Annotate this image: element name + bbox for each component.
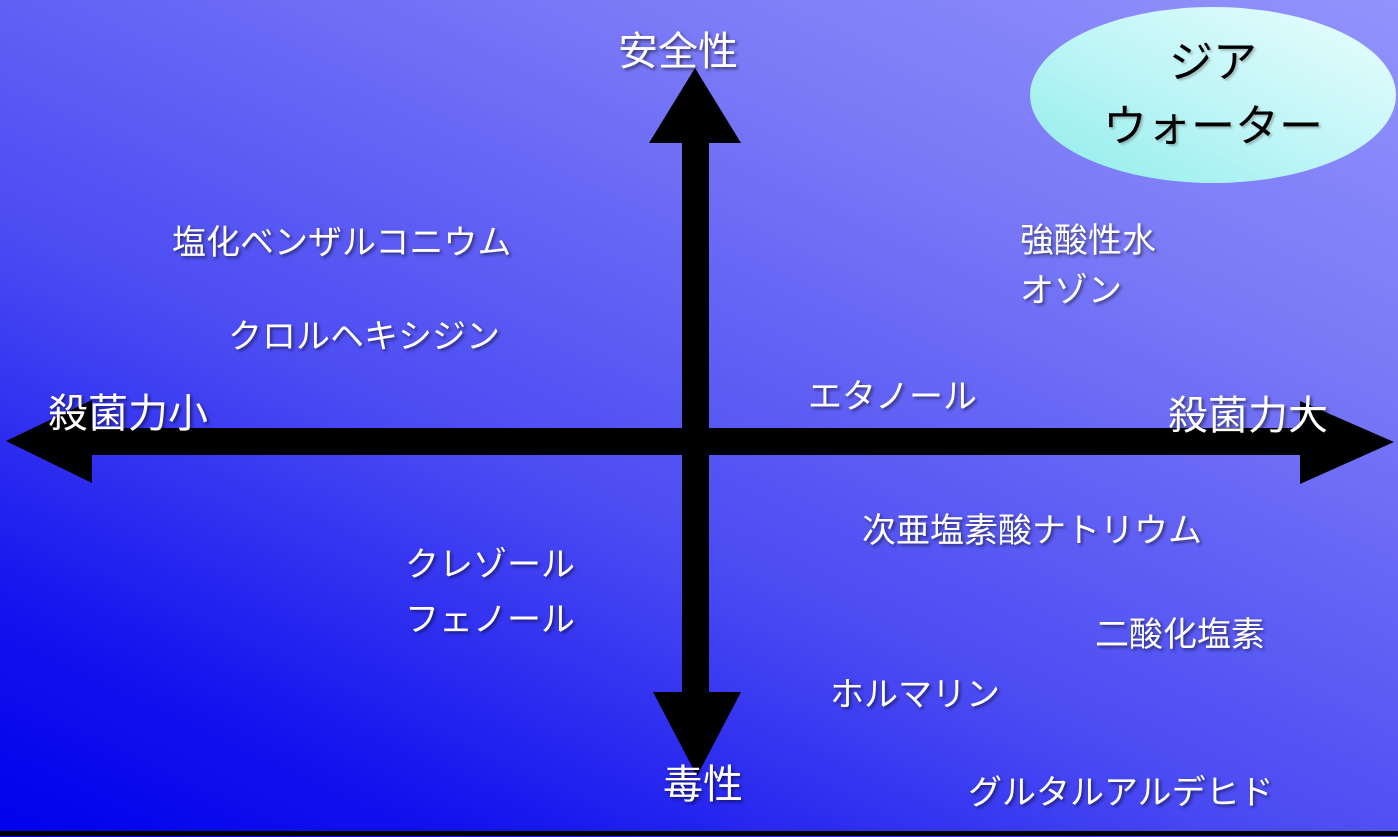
chemical-label-phenol: フェノール: [405, 601, 575, 639]
zia-water-line2: ウォーター: [1103, 102, 1323, 151]
zia-water-line1: ジア: [1169, 38, 1257, 88]
y-axis-arrowhead-bottom: [653, 692, 741, 776]
chemical-label-chlorine-dioxide: 二酸化塩素: [1095, 616, 1265, 654]
chemical-label-chlorhexidine: クロルヘキシジン: [228, 318, 500, 356]
chemical-label-formalin: ホルマリン: [830, 676, 1000, 714]
chemical-label-benzalkonium-chloride: 塩化ベンザルコニウム: [172, 224, 512, 262]
chemical-label-ozone: オゾン: [1020, 272, 1122, 310]
chemical-label-cresol: クレゾール: [405, 546, 575, 584]
y-axis-arrowhead-top: [649, 68, 741, 143]
chemical-label-strong-acid-water: 強酸性水: [1020, 222, 1156, 260]
x-axis-arrowhead-left: [6, 400, 92, 483]
axis-label-high-power: 殺菌力大: [1168, 394, 1328, 438]
axis-label-toxicity: 毒性: [663, 763, 743, 807]
chemical-label-glutaraldehyde: グルタルアルデヒド: [968, 774, 1274, 812]
x-axis-line: [80, 428, 1308, 455]
axis-label-low-power: 殺菌力小: [48, 392, 208, 436]
y-axis-line: [682, 136, 709, 696]
chemical-label-ethanol: エタノール: [808, 378, 977, 416]
zia-water-ellipse: ジア ウォーター: [1030, 7, 1396, 183]
x-axis-arrowhead-right: [1300, 401, 1394, 484]
axis-label-safety: 安全性: [618, 30, 738, 74]
chemical-label-sodium-hypochlorite: 次亜塩素酸ナトリウム: [862, 512, 1202, 550]
bottom-border-line: [0, 831, 1398, 836]
